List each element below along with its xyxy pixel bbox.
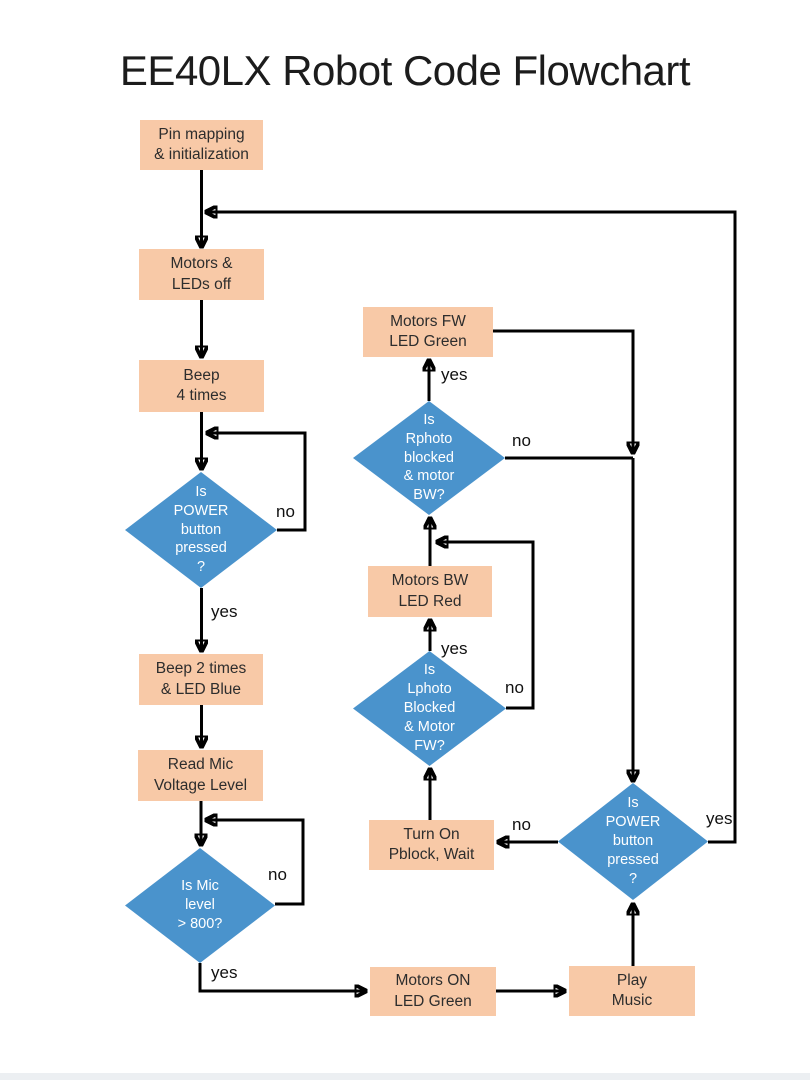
node-play-music: Play Music xyxy=(569,966,695,1016)
edge-label-power-loop-yes: yes xyxy=(706,809,733,828)
node-motors-fw: Motors FW LED Green xyxy=(363,307,493,357)
node-pin-init: Pin mapping & initialization xyxy=(140,120,263,170)
node-beep-2-times: Beep 2 times & LED Blue xyxy=(139,654,263,705)
edge-label-lphoto-no: no xyxy=(505,678,524,697)
node-motors-bw: Motors BW LED Red xyxy=(368,566,492,617)
node-motors-on: Motors ON LED Green xyxy=(370,967,496,1016)
edge-label-power-loop-no: no xyxy=(512,815,531,834)
edge-label-mic-yes: yes xyxy=(211,963,238,982)
node-turn-on-pblock: Turn On Pblock, Wait xyxy=(369,820,494,870)
edge-label-rphoto-yes: yes xyxy=(441,365,468,384)
node-power-check-loop: Is POWER button pressed ? xyxy=(558,783,708,900)
node-rphoto-check: Is Rphoto blocked & motor BW? xyxy=(353,401,505,515)
node-lphoto-check: Is Lphoto Blocked & Motor FW? xyxy=(353,651,506,766)
node-read-mic: Read Mic Voltage Level xyxy=(138,750,263,801)
edge-label-lphoto-yes: yes xyxy=(441,639,468,658)
edge-label-power-main-no: no xyxy=(276,502,295,521)
node-mic-check: Is Mic level > 800? xyxy=(125,848,275,963)
node-motors-leds-off: Motors & LEDs off xyxy=(139,249,264,300)
page-title: EE40LX Robot Code Flowchart xyxy=(119,47,691,94)
edge-label-rphoto-no: no xyxy=(512,431,531,450)
footer-strip xyxy=(0,1073,810,1080)
node-power-check-main: Is POWER button pressed ? xyxy=(125,472,277,588)
edge-label-mic-no: no xyxy=(268,865,287,884)
node-beep-4-times: Beep 4 times xyxy=(139,360,264,412)
edge-label-power-main-yes: yes xyxy=(211,602,238,621)
